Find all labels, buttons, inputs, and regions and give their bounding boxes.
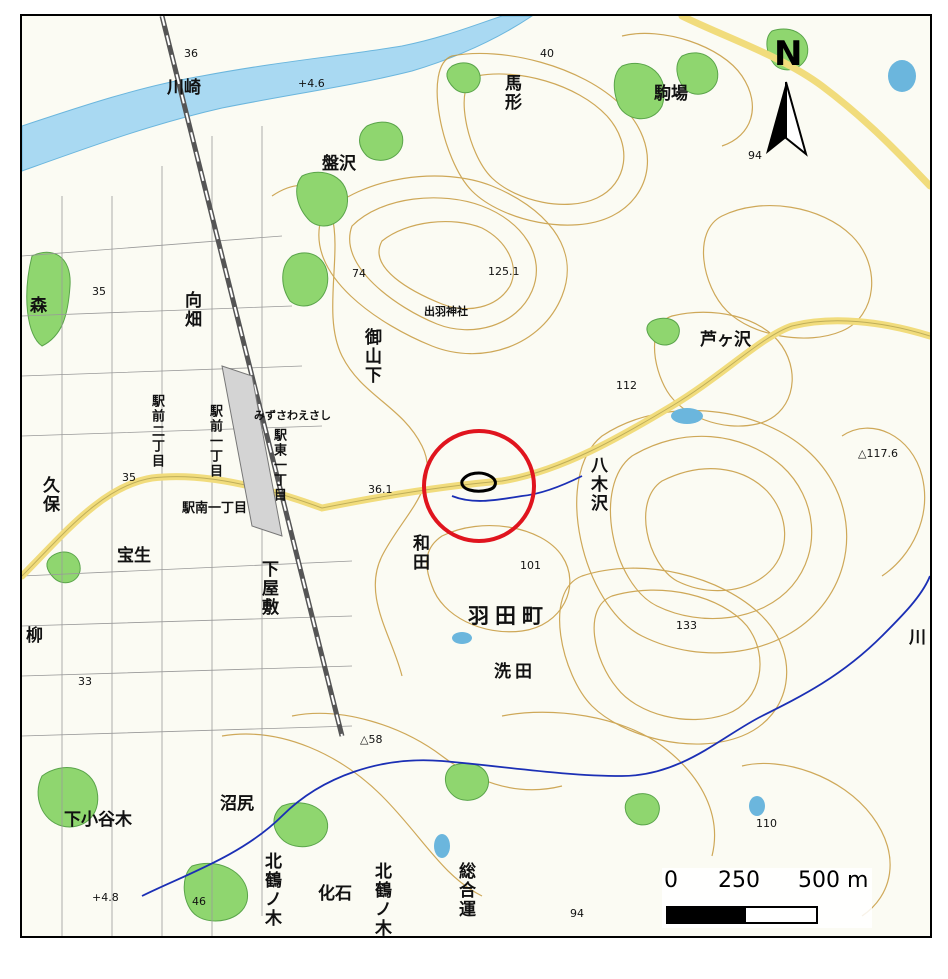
elev-125-1: 125.1 [488,265,520,278]
elev-4-6: +4.6 [298,77,325,90]
site-feature [460,471,497,493]
topographic-map [22,16,930,936]
scale-bar-black [666,906,746,924]
north-label: N [774,34,803,74]
label-banzawa: 盤沢 [322,154,356,174]
label-ekimae2: 駅前二丁目 [149,394,164,469]
label-ekiminami1: 駅南一丁目 [182,501,248,516]
label-shimoyashiki: 下屋敷 [258,560,278,617]
label-kawasaki: 川崎 [167,78,201,98]
label-araida: 洗田 [494,662,536,682]
label-hosho: 宝生 [117,546,151,566]
elev-94: 94 [748,149,762,162]
label-kaseki: 化石 [318,884,352,904]
scale-bar-white [744,906,818,924]
elev-94b: 94 [570,907,584,920]
elev-46: 46 [192,895,206,908]
map-frame: 川崎 森 久保 柳 向畑 駅前二丁目 駅前一丁目 駅東一丁目 駅南一丁目 宝生 … [20,14,932,938]
elev-133: 133 [676,619,697,632]
label-komaba: 駒場 [654,84,688,104]
label-yagizawa: 八木沢 [587,456,607,513]
label-umagata: 馬形 [501,74,521,112]
railway [159,16,345,737]
elev-74: 74 [352,267,366,280]
ponds [434,60,916,858]
elev-112: 112 [616,379,637,392]
label-hadamachi: 羽田町 [468,604,549,628]
label-kitatsurunoki: 北鶴ノ木 [261,852,281,928]
streams [141,475,930,897]
label-mori: 森 [30,296,47,316]
elev-35: 35 [92,285,106,298]
label-mukaihata: 向畑 [181,291,201,329]
elev-101: 101 [520,559,541,572]
river [22,16,533,172]
label-kubo: 久保 [39,476,59,514]
label-river: 川 [905,628,925,647]
elev-117-6: △117.6 [858,447,898,460]
label-ashizawa: 芦ヶ沢 [700,330,751,350]
elev-36: 36 [184,47,198,60]
label-kitatsurunoki-2: 北鶴ノ木 [371,862,391,938]
scale-zero: 0 [664,868,678,893]
elev-58: △58 [360,733,383,746]
elev-36-1: 36.1 [368,483,393,496]
elev-40: 40 [540,47,554,60]
forest-patches [26,28,809,922]
north-arrow: N [764,34,834,174]
label-wada: 和田 [409,534,429,572]
elev-35b: 35 [122,471,136,484]
label-sogo: 総合運 [455,862,475,919]
label-yanagi: 柳 [26,626,43,646]
label-mizusawa: みずさわえさし [254,409,331,422]
label-ekimae1: 駅前一丁目 [207,404,222,479]
scale-mid: 250 [718,868,760,893]
label-ekihigashi1: 駅東一丁目 [271,428,286,503]
elev-33: 33 [78,675,92,688]
label-numajiri: 沼尻 [220,794,254,814]
label-shimokoyagi: 下小谷木 [64,810,132,830]
label-dewa-shrine: 出羽神社 [424,305,468,318]
scale-end: 500 m [798,868,869,893]
elev-110: 110 [756,817,777,830]
scale-bar: 0 250 500 m [662,868,872,928]
contour-lines [221,32,926,917]
north-arrow-icon [766,81,808,157]
elev-4-8: +4.8 [92,891,119,904]
street-grid [22,126,353,936]
highlight-circle [422,429,536,543]
label-onyamashita: 御山下 [361,328,381,385]
